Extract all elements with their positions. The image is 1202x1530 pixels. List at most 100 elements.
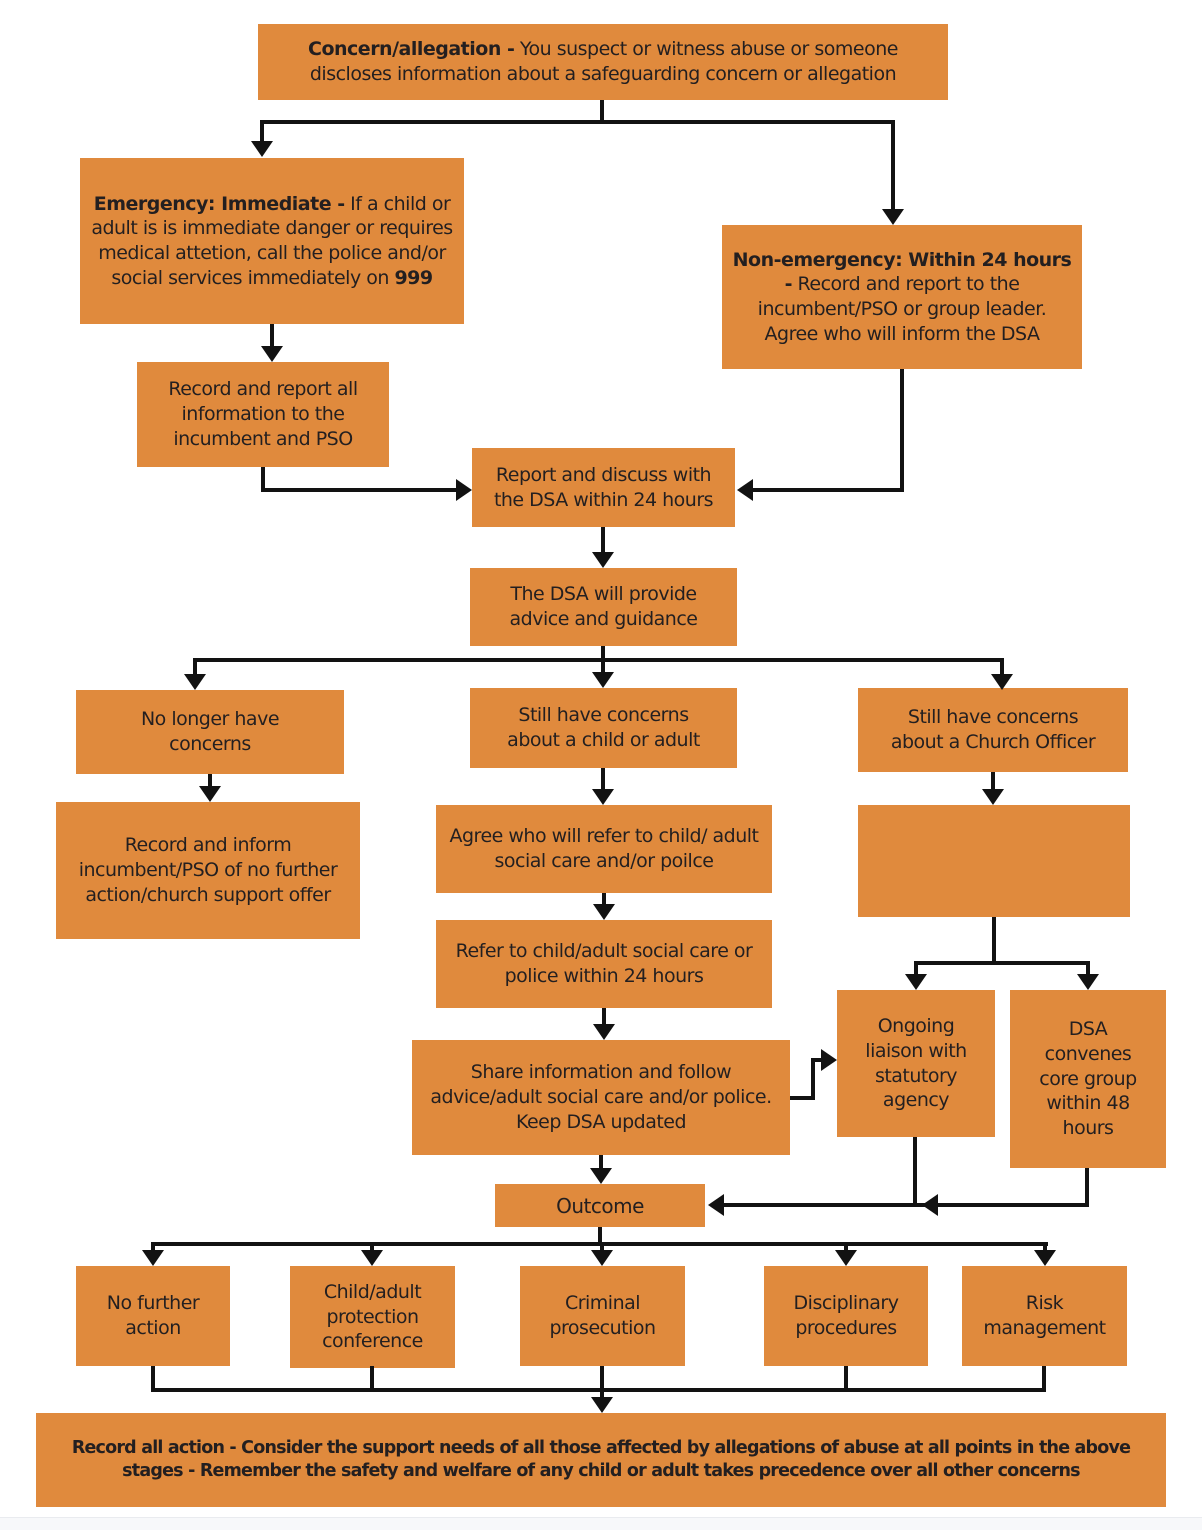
flow-line — [261, 467, 265, 492]
flow-line — [600, 1366, 604, 1392]
flow-line — [260, 120, 264, 143]
flow-line — [151, 1242, 155, 1252]
flow-line — [208, 774, 212, 788]
flow-line — [724, 1203, 1087, 1207]
arrow-down-icon — [592, 672, 614, 688]
box-disciplinary-procedures: Disciplinary procedures — [764, 1266, 928, 1366]
flow-line — [151, 1388, 1046, 1392]
flow-line — [151, 1366, 155, 1392]
arrow-down-icon — [261, 346, 283, 362]
arrow-down-icon — [590, 1168, 612, 1184]
arrow-down-icon — [591, 1250, 613, 1266]
flow-line — [370, 1242, 374, 1252]
box-still-concerns-child: Still have concerns about a child or adu… — [470, 688, 737, 768]
arrow-down-icon — [593, 1024, 615, 1040]
record-inform-text: Record and inform incumbent/PSO of no fu… — [78, 834, 338, 906]
emergency-text: Emergency: Immediate - If a child or adu… — [80, 192, 464, 291]
box-protection-conference: Child/adult protection conference — [290, 1266, 455, 1368]
arrow-down-icon — [592, 552, 614, 568]
box-no-further-action: No further action — [76, 1266, 230, 1366]
arrow-down-icon — [184, 674, 206, 690]
flow-line — [600, 100, 604, 124]
flow-line — [811, 1058, 815, 1100]
box-no-longer-concerns: No longer have concerns — [76, 690, 344, 774]
flow-line — [601, 527, 605, 554]
page-footer-strip — [0, 1517, 1202, 1530]
flow-line — [601, 768, 605, 791]
emergency-lead: Emergency: Immediate - — [93, 192, 345, 215]
box-dsa-advice: The DSA will provide advice and guidance — [470, 568, 737, 646]
flow-line — [261, 488, 458, 492]
box-record-all-action: Record all action - Consider the support… — [36, 1413, 1166, 1507]
flow-line — [370, 1366, 374, 1392]
arrow-down-icon — [991, 674, 1013, 690]
arrow-down-icon — [905, 974, 927, 990]
box-emergency-immediate: Emergency: Immediate - If a child or adu… — [80, 158, 464, 324]
flow-line — [601, 658, 605, 674]
flow-line — [1043, 1242, 1047, 1252]
flow-line — [193, 658, 1004, 662]
flow-line — [900, 369, 904, 492]
box-criminal-prosecution: Criminal prosecution — [520, 1266, 685, 1366]
flow-line — [1085, 1168, 1089, 1207]
arrow-down-icon — [361, 1250, 383, 1266]
box-report-discuss-dsa: Report and discuss with the DSA within 2… — [472, 448, 735, 527]
arrow-down-icon — [591, 1397, 613, 1413]
arrow-down-icon — [142, 1250, 164, 1266]
arrow-left-icon — [737, 479, 753, 501]
box-risk-management: Risk management — [962, 1266, 1127, 1366]
non-emergency-text: Non-emergency: Within 24 hours - Record … — [722, 248, 1082, 347]
report-discuss-text: Report and discuss with the DSA within 2… — [493, 463, 714, 511]
agree-refer-text: Agree who will refer to child/ adult soc… — [449, 825, 759, 872]
flow-line — [914, 961, 918, 976]
box-refer-24h: Refer to child/adult social care or poli… — [436, 920, 772, 1008]
flow-line — [913, 1137, 917, 1207]
box-agree-refer: Agree who will refer to child/ adult soc… — [436, 805, 772, 893]
concern-allegation-text: Concern/allegation - You suspect or witn… — [258, 37, 948, 86]
flow-line — [601, 646, 605, 662]
flow-line — [602, 1008, 606, 1026]
record-report-text: Record and report all information to the… — [168, 378, 358, 450]
no-longer-concerns-text: No longer have concerns — [140, 708, 280, 755]
no-further-action-text: No further action — [106, 1292, 200, 1339]
flow-line — [1086, 961, 1090, 976]
flow-line — [599, 1155, 603, 1170]
risk-management-text: Risk management — [983, 1292, 1106, 1339]
dsa-advice-text: The DSA will provide advice and guidance — [509, 583, 698, 630]
flow-line — [992, 917, 996, 965]
flow-line — [790, 1096, 815, 1100]
record-all-action-text: Record all action - Consider the support… — [71, 1438, 1131, 1481]
arrow-down-icon — [593, 904, 615, 920]
arrow-right-icon — [821, 1049, 837, 1071]
ongoing-liaison-text: Ongoing liaison with statutory agency — [865, 1015, 967, 1112]
criminal-prosecution-text: Criminal prosecution — [549, 1292, 656, 1339]
arrow-down-icon — [882, 209, 904, 225]
flow-line — [260, 120, 895, 124]
box-share-info: Share information and follow advice/adul… — [412, 1040, 790, 1155]
box-outcome: Outcome — [495, 1184, 705, 1227]
non-emergency-lead: Non-emergency: Within 24 hours - — [732, 248, 1072, 296]
flow-line — [270, 324, 274, 348]
arrow-down-icon — [835, 1250, 857, 1266]
flow-line — [914, 961, 1090, 965]
box-record-report: Record and report all information to the… — [137, 362, 389, 467]
refer-24h-text: Refer to child/adult social care or poli… — [455, 940, 753, 987]
arrow-down-icon — [251, 141, 273, 157]
box-dsa-lado — [858, 805, 1130, 917]
arrow-down-icon — [592, 789, 614, 805]
protection-conference-text: Child/adult protection conference — [322, 1280, 423, 1353]
flow-line — [844, 1366, 848, 1392]
flow-line — [151, 1242, 1048, 1246]
concern-body: You suspect or witness abuse or someone … — [309, 38, 899, 85]
flow-line — [811, 1058, 823, 1062]
dsa-core-group-text: DSA convenes core group within 48 hours — [1039, 1018, 1137, 1140]
box-non-emergency: Non-emergency: Within 24 hours - Record … — [722, 225, 1082, 369]
still-concerns-officer-text: Still have concerns about a Church Offic… — [890, 706, 1096, 753]
arrow-left-icon — [708, 1194, 724, 1216]
flow-line — [193, 658, 197, 676]
arrow-down-icon — [1077, 974, 1099, 990]
non-emergency-body: Record and report to the incumbent/PSO o… — [757, 273, 1047, 345]
box-concern-allegation: Concern/allegation - You suspect or witn… — [258, 24, 948, 100]
box-dsa-core-group: DSA convenes core group within 48 hours — [1010, 990, 1166, 1168]
box-record-inform: Record and inform incumbent/PSO of no fu… — [56, 802, 360, 939]
